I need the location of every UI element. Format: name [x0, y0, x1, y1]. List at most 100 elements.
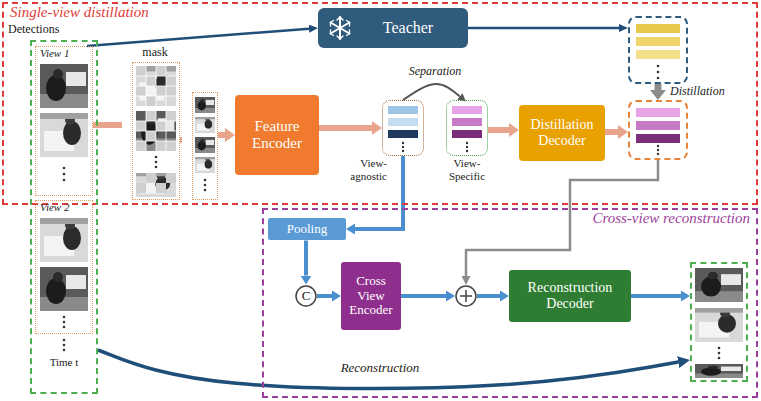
- node-label: Feature Encoder: [239, 118, 315, 153]
- text-slot: View-agnostic: [335, 157, 387, 182]
- reconstructed-photo: [695, 308, 743, 342]
- reconstructed-photo: [695, 364, 743, 378]
- ellipsis-dots: [657, 145, 659, 147]
- feature-group: View-agnostic: [382, 100, 424, 156]
- edge-label-slot: Reconstruction: [338, 361, 423, 376]
- region-box: Single-view distillationTeachermaskFeatu…: [2, 2, 758, 205]
- node-label: Single-view distillation: [10, 4, 149, 21]
- ellipsis-dots: [63, 344, 66, 347]
- feature-bar: [636, 121, 680, 130]
- ellipsis-dots: [657, 153, 659, 155]
- masked-image: [136, 111, 176, 151]
- ellipsis-dots: [155, 156, 158, 159]
- feature-bar: [452, 106, 482, 114]
- node-label: Distillation Decoder: [523, 117, 601, 149]
- encoder-box: Feature Encoder: [235, 95, 319, 175]
- image-patch: [195, 137, 215, 153]
- ellipsis-dots: [63, 179, 66, 182]
- image-patch: [195, 157, 215, 173]
- text-slot: mask: [131, 46, 179, 60]
- ellipsis-dots: [204, 179, 207, 182]
- feature-group: [628, 16, 688, 84]
- ellipsis-dots: [402, 146, 404, 148]
- feature-bar: [636, 24, 680, 33]
- decoder-box: Reconstruction Decoder: [509, 270, 631, 322]
- ellipsis-dots: [657, 65, 660, 68]
- connector-arrow: [317, 294, 332, 298]
- connector-arrow: [631, 294, 681, 298]
- node-label: View-Specific: [441, 157, 493, 182]
- feature-bar: [636, 50, 680, 59]
- ellipsis-dots: [718, 352, 721, 355]
- node-label: Reconstruction Decoder: [513, 280, 627, 312]
- detection-photo: [40, 64, 88, 108]
- ellipsis-dots: [155, 166, 158, 169]
- connector-arrow: [304, 240, 308, 275]
- masked-image: [136, 66, 176, 106]
- feature-group: [628, 100, 688, 160]
- masked-image: [156, 183, 166, 193]
- text-slot: Teacher: [383, 19, 433, 37]
- ellipsis-dots: [402, 142, 404, 144]
- pooling-box: Pooling: [268, 218, 346, 241]
- node-label: Detections: [8, 23, 59, 37]
- feature-group: View-Specific: [446, 100, 488, 156]
- connector-arrow: [180, 137, 182, 143]
- connector-arrow: [98, 350, 678, 389]
- masked-image: [146, 173, 156, 183]
- encoder-box: Cross View Encoder: [341, 262, 401, 330]
- text-slot: Cross View Encoder: [345, 274, 397, 319]
- detection-photo: [40, 218, 88, 262]
- image-patch: [195, 97, 215, 113]
- node-label: Cross View Encoder: [345, 274, 397, 319]
- text-slot: C: [302, 289, 311, 304]
- node-label: Time t: [32, 356, 96, 369]
- region-box: Cross-view reconstructionPoolingCCross V…: [262, 208, 758, 398]
- ellipsis-dots: [63, 339, 66, 342]
- feature-bar: [452, 118, 482, 126]
- detection-photo: [40, 113, 88, 157]
- text-slot: Pooling: [287, 222, 327, 237]
- patch-group: [192, 92, 218, 200]
- connector-arrow: [319, 125, 372, 131]
- feature-bar: [452, 130, 482, 138]
- masked-image: [166, 173, 176, 183]
- connector-arrow: [403, 84, 460, 100]
- view-group: View 2: [35, 200, 93, 334]
- text-slot: Single-view distillation: [10, 4, 149, 21]
- ellipsis-dots: [63, 321, 66, 324]
- ellipsis-dots: [63, 316, 66, 319]
- ellipsis-dots: [466, 146, 468, 148]
- connector-arrow: [468, 27, 619, 30]
- masked-image: [136, 111, 176, 151]
- edge-label: Separation: [409, 65, 462, 79]
- mask-group: mask: [132, 62, 180, 200]
- node-label: Teacher: [383, 19, 433, 37]
- text-slot: Feature Encoder: [239, 118, 315, 153]
- plus-symbol: [460, 290, 472, 302]
- reconstructed-photo: [695, 268, 743, 378]
- ellipsis-dots: [204, 184, 207, 187]
- connector-arrow: [605, 129, 618, 135]
- connector-arrow: [218, 132, 225, 138]
- masked-image: [136, 66, 176, 197]
- ellipsis-dots: [63, 349, 66, 352]
- snowflake-icon: [331, 17, 350, 39]
- node-label: View 1: [40, 47, 69, 60]
- ellipsis-dots: [63, 173, 66, 176]
- ellipsis-dots: [155, 161, 158, 164]
- snowflake-icon: [331, 17, 350, 39]
- edge-label-slot: Separation: [409, 65, 462, 79]
- image-patch: [195, 97, 215, 173]
- ellipsis-dots: [718, 347, 721, 350]
- ellipsis-dots: [204, 189, 207, 192]
- concat-circle: C: [295, 285, 317, 308]
- connector-arrow: [488, 127, 509, 133]
- reconstructed-photo: [695, 268, 743, 302]
- circle-outline: [455, 285, 477, 307]
- edge-label: Distillation: [670, 85, 725, 99]
- edge-label: Reconstruction: [338, 361, 423, 376]
- view-group: View 1: [35, 46, 93, 196]
